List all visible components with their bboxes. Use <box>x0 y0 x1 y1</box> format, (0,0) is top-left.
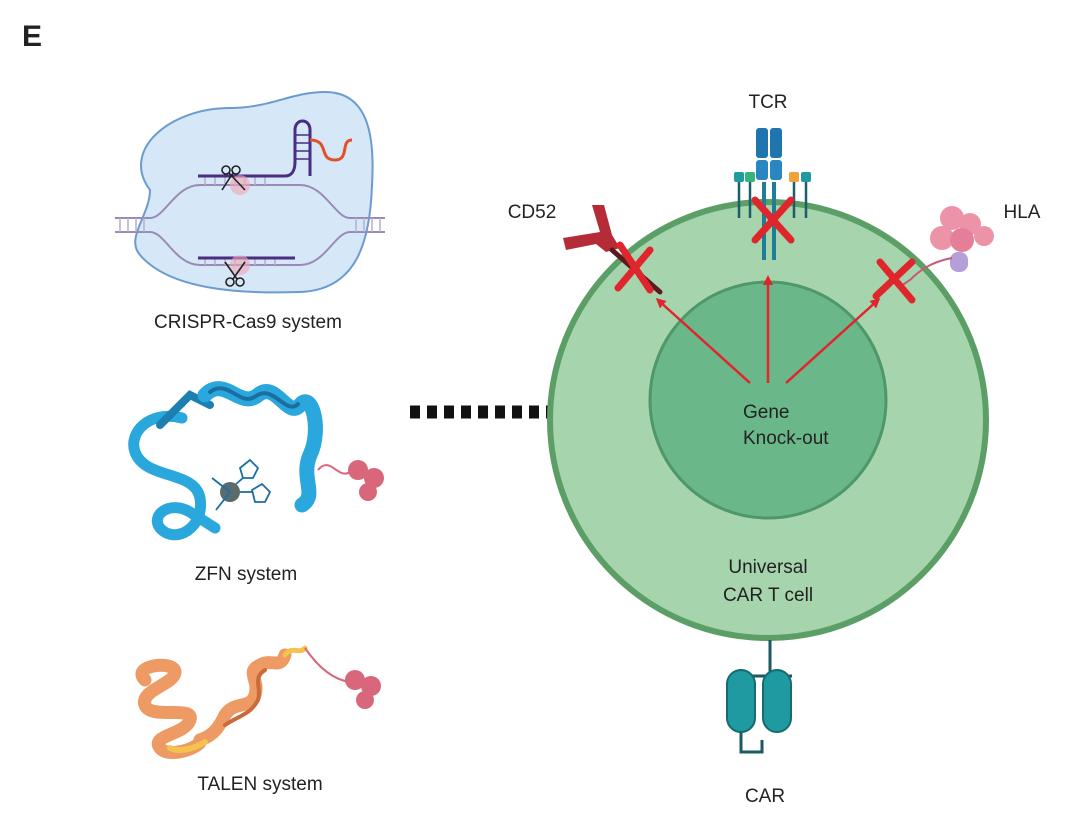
zfn-beta-strand <box>128 410 221 541</box>
car-label: CAR <box>745 786 785 807</box>
talen-yellow-segment <box>282 645 308 658</box>
knockout-arrow-hla <box>785 297 881 384</box>
knockout-arrow-cd52 <box>655 297 751 384</box>
talen-helix-coil <box>193 648 292 747</box>
guide-rna-hairpin-rungs <box>295 134 310 160</box>
hla-label: HLA <box>1004 202 1041 223</box>
hla-molecule <box>897 206 994 289</box>
panel-letter: E <box>22 20 42 53</box>
zinc-coordination <box>211 458 272 511</box>
talen-helix-coil <box>135 658 207 760</box>
crispr-cas9-illustration <box>115 90 385 294</box>
hla-knockout-x-icon <box>872 258 916 304</box>
crispr-label: CRISPR-Cas9 system <box>154 312 342 333</box>
foki-nuclease <box>345 670 381 709</box>
cd52-knockout-x-icon <box>614 241 654 294</box>
cell-label-universal: Universal <box>728 557 807 578</box>
scissors-icon <box>221 165 246 191</box>
foki-nuclease <box>348 460 384 501</box>
zfn-alpha-helix-shade <box>208 386 300 409</box>
scissors-icon <box>224 261 246 287</box>
cell-label-car-t: CAR T cell <box>723 585 813 606</box>
talen-helix-shade <box>223 668 267 727</box>
zfn-linker <box>317 464 351 475</box>
talen-label: TALEN system <box>197 774 322 795</box>
nucleus-label-gene: Gene <box>743 402 789 423</box>
tcr-knockout-x-icon <box>751 196 795 244</box>
talen-illustration <box>135 645 381 760</box>
car-receptor <box>726 640 792 754</box>
nucleus-label-knockout: Knock-out <box>743 428 829 449</box>
cd52-label: CD52 <box>508 202 557 223</box>
cut-site-glow <box>230 255 250 275</box>
zfn-label: ZFN system <box>195 564 297 585</box>
rna-tail <box>309 138 353 162</box>
tcr-label: TCR <box>748 92 787 113</box>
cas9-protein-blob <box>134 90 374 294</box>
talen-yellow-segment <box>167 739 208 753</box>
guide-rna <box>198 119 312 178</box>
talen-linker <box>304 647 351 683</box>
zfn-illustration <box>128 381 384 541</box>
